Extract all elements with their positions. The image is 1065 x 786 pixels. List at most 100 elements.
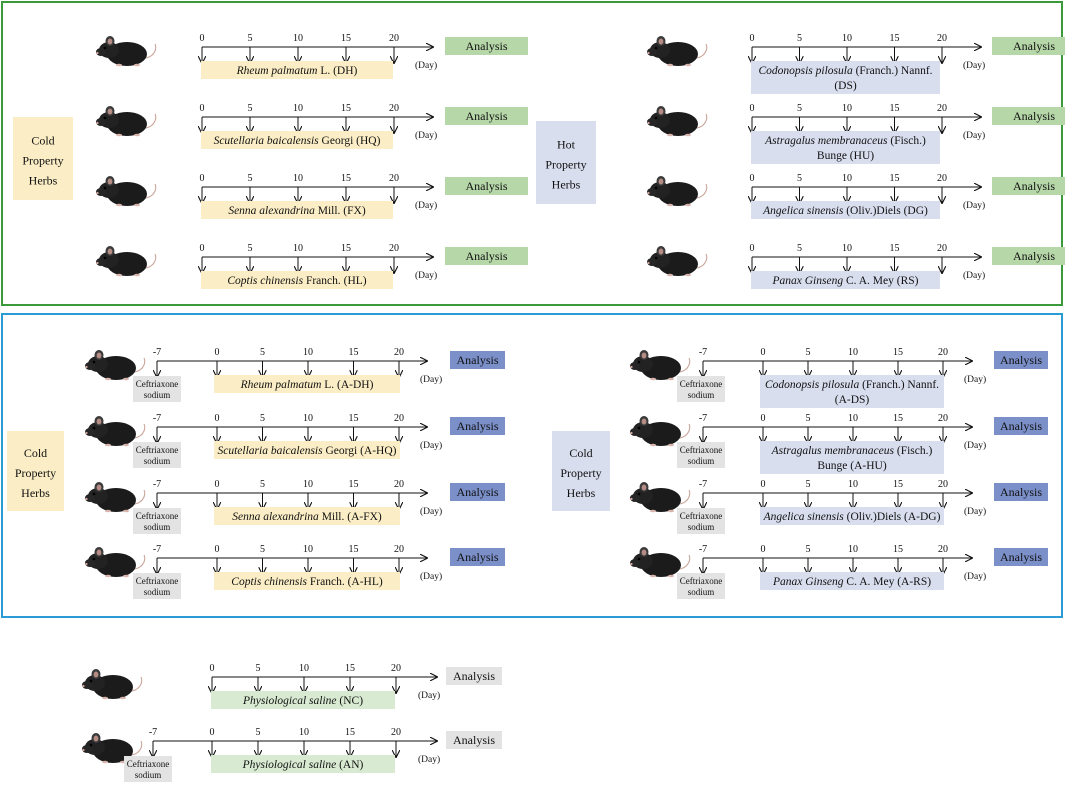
analysis-box [994, 417, 1048, 435]
day-tick-label: 0 [761, 347, 766, 358]
day-tick-label: 20 [389, 103, 399, 114]
mouse-icon [646, 35, 708, 67]
day-unit-label: (Day) [418, 754, 440, 765]
day-tick-label: 20 [394, 479, 404, 490]
day-tick-label: 15 [890, 33, 900, 44]
mouse-icon [84, 349, 146, 381]
day-unit-label: (Day) [963, 270, 985, 281]
day-tick-label: 15 [341, 173, 351, 184]
property-label: Cold [31, 134, 54, 148]
day-tick-label: 0 [215, 347, 220, 358]
treatment-box [760, 441, 944, 474]
day-tick-label: 0 [761, 413, 766, 424]
day-tick-label: 0 [761, 544, 766, 555]
day-tick-label: 5 [260, 347, 265, 358]
treatment-box [751, 61, 940, 94]
ceftriaxone-label: Ceftriaxone [680, 576, 722, 586]
treatment-box [751, 201, 940, 219]
analysis-box [992, 247, 1065, 265]
ceftriaxone-label: sodium [688, 456, 715, 466]
ceftriaxone-box [133, 508, 181, 534]
day-tick-label: 20 [391, 663, 401, 674]
day-unit-label: (Day) [420, 571, 442, 582]
day-tick-label: 0 [215, 479, 220, 490]
treatment-box [751, 271, 940, 289]
ceftriaxone-label: Ceftriaxone [136, 379, 178, 389]
day-tick-label: 0 [750, 243, 755, 254]
day-tick-label: 5 [797, 173, 802, 184]
analysis-box [446, 667, 502, 685]
treatment-label: Senna alexandrina Mill. (FX) [228, 205, 366, 217]
treatment-box [201, 131, 393, 149]
day-tick-label: 20 [938, 413, 948, 424]
day-tick-label: 5 [260, 479, 265, 490]
analysis-label: Analysis [457, 485, 499, 499]
treatment-label: Codonopsis pilosula (Franch.) Nannf. [765, 379, 939, 391]
day-tick-label: 0 [200, 173, 205, 184]
day-tick-label: 5 [260, 544, 265, 555]
day-tick-label: 10 [848, 479, 858, 490]
day-unit-label: (Day) [415, 270, 437, 281]
ceftriaxone-label: sodium [144, 456, 171, 466]
analysis-label: Analysis [1000, 550, 1042, 564]
mouse-icon [646, 245, 708, 277]
analysis-box [450, 548, 505, 566]
treatment-label: Rheum palmatum L. (DH) [236, 65, 358, 77]
treatment-box [214, 375, 400, 393]
treatment-box [211, 691, 395, 709]
day-tick-label: 20 [938, 544, 948, 555]
day-tick-label: 10 [303, 413, 313, 424]
day-tick-label: 15 [349, 479, 359, 490]
ceftriaxone-label: Ceftriaxone [136, 511, 178, 521]
day-tick-label: 0 [210, 727, 215, 738]
ceftriaxone-label: sodium [688, 587, 715, 597]
treatment-box [751, 131, 940, 164]
day-tick-label: 20 [394, 544, 404, 555]
ceftriaxone-label: Ceftriaxone [680, 511, 722, 521]
mouse-icon [629, 546, 691, 578]
day-unit-label: (Day) [418, 690, 440, 701]
analysis-label: Analysis [457, 550, 499, 564]
analysis-label: Analysis [1013, 39, 1055, 53]
day-tick-label: 10 [842, 243, 852, 254]
analysis-label: Analysis [1000, 353, 1042, 367]
day-tick-label: 15 [345, 727, 355, 738]
analysis-box [994, 483, 1048, 501]
analysis-box [992, 107, 1065, 125]
day-tick-label: 5 [248, 243, 253, 254]
day-tick-label: 15 [890, 243, 900, 254]
treatment-label: Physiological saline (NC) [242, 695, 363, 707]
day-tick-label: 10 [293, 173, 303, 184]
analysis-box [992, 37, 1065, 55]
treatment-label: Angelica sinensis (Oliv.)Diels (DG) [762, 205, 928, 217]
treatment-label: Scutellaria baicalensis Georgi (HQ) [214, 135, 381, 147]
treatment-label-line2: Bunge (A-HU) [817, 460, 886, 472]
treatment-label: Astragalus membranaceus (Fisch.) [771, 445, 933, 457]
analysis-box [992, 177, 1065, 195]
day-tick-label: 0 [750, 33, 755, 44]
day-tick-label: 20 [937, 33, 947, 44]
mouse-icon [629, 415, 691, 447]
property-label: Cold [24, 446, 47, 460]
day-tick-label: 5 [248, 103, 253, 114]
ceftriaxone-label: Ceftriaxone [680, 379, 722, 389]
analysis-box [445, 37, 528, 55]
mouse-icon [84, 415, 146, 447]
property-label-box [536, 121, 596, 204]
day-unit-label: (Day) [963, 60, 985, 71]
mouse-icon [646, 175, 708, 207]
analysis-box [445, 107, 528, 125]
analysis-box [450, 483, 505, 501]
day-unit-label: (Day) [963, 200, 985, 211]
treatment-label: Coptis chinensis Franch. (A-HL) [231, 576, 383, 588]
day-tick-label: 20 [389, 243, 399, 254]
